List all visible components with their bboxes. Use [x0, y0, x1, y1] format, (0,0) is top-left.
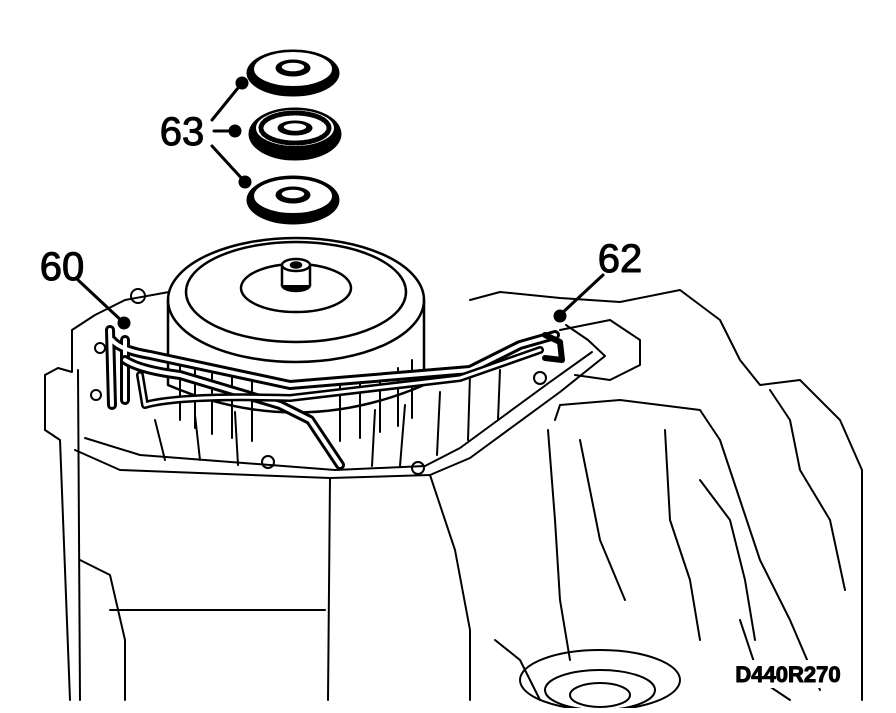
- callout-62: 62: [598, 237, 643, 281]
- washer-stack: [246, 49, 342, 225]
- figure-id: D440R270: [735, 662, 840, 687]
- needle-bearing: [248, 107, 342, 161]
- callout-60: 60: [40, 245, 85, 289]
- callout-63: 63: [160, 110, 205, 154]
- clutch-drum: [166, 236, 426, 442]
- washer-bottom: [246, 175, 340, 225]
- callout-leaders: [76, 76, 605, 330]
- figure-id-backdrop: [715, 660, 861, 688]
- oil-pipes: [105, 325, 565, 470]
- washer-top: [246, 49, 340, 97]
